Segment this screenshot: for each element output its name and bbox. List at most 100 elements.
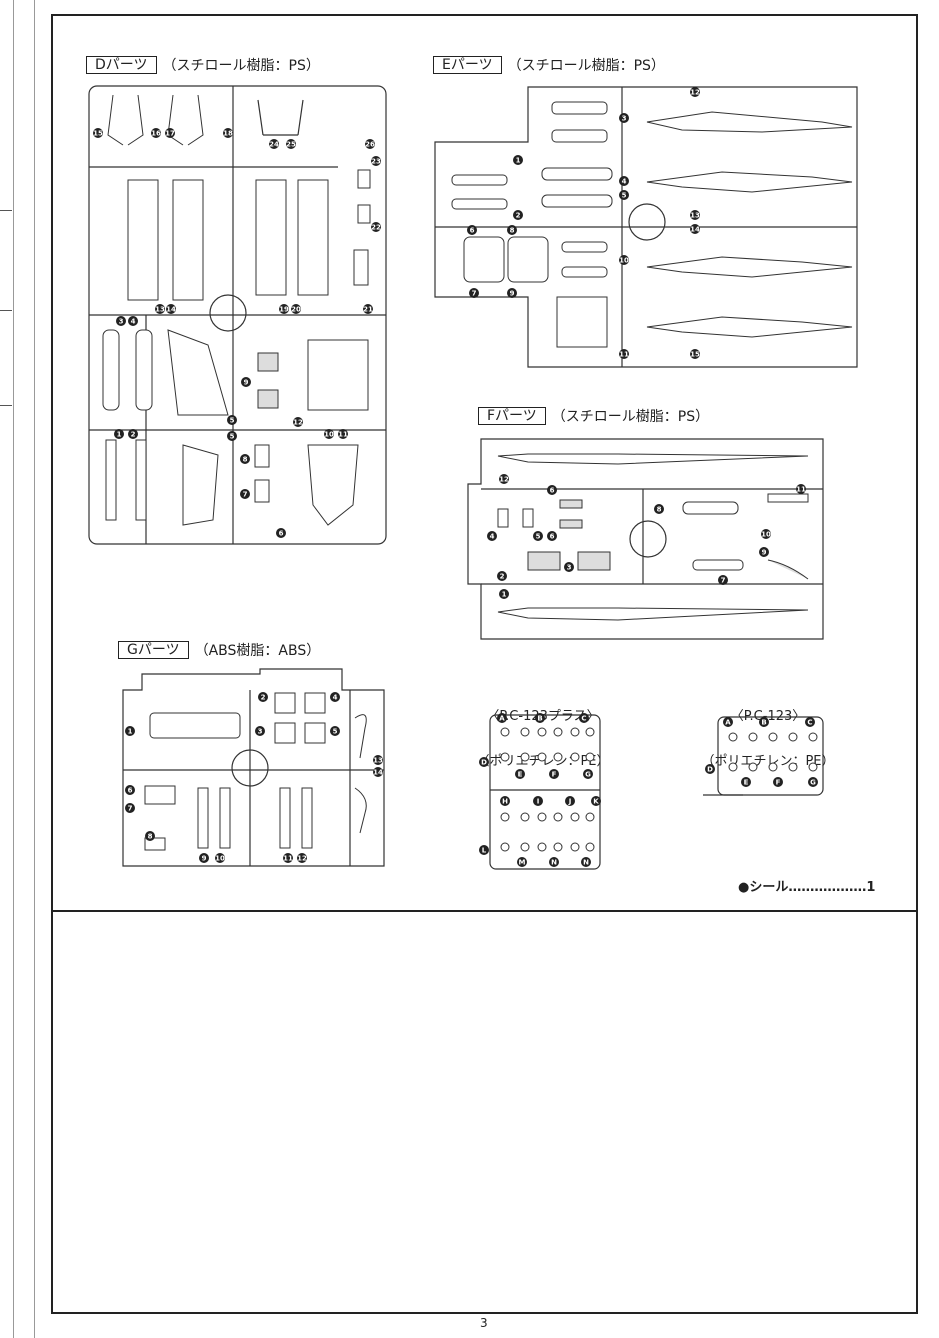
svg-text:5: 5 <box>622 192 627 200</box>
part-number: 12 6 8 11 4 5 6 3 2 10 9 7 1 <box>487 474 806 599</box>
svg-text:3: 3 <box>119 318 124 326</box>
section-divider <box>51 910 918 912</box>
svg-text:12: 12 <box>297 855 307 863</box>
svg-text:24: 24 <box>269 141 279 149</box>
f-parts-runner <box>467 438 824 640</box>
svg-text:23: 23 <box>371 158 381 166</box>
svg-text:3: 3 <box>258 728 263 736</box>
header-g-parts: Gパーツ （ABS樹脂：ABS） <box>118 640 320 660</box>
svg-text:7: 7 <box>243 491 248 499</box>
svg-text:C: C <box>581 715 586 723</box>
pc123-runner: A B C D E F G <box>703 716 824 796</box>
svg-text:10: 10 <box>619 257 629 265</box>
svg-text:L: L <box>482 847 487 855</box>
e-parts-runner <box>434 86 858 368</box>
header-d-label: Dパーツ <box>86 56 157 74</box>
svg-text:14: 14 <box>373 769 383 777</box>
left-margin-line-2 <box>34 0 35 1338</box>
svg-text:G: G <box>810 779 816 787</box>
svg-text:C: C <box>807 719 812 727</box>
svg-text:1: 1 <box>117 431 122 439</box>
svg-text:12: 12 <box>293 419 303 427</box>
svg-text:8: 8 <box>510 227 515 235</box>
svg-text:25: 25 <box>286 141 296 149</box>
header-f-label: Fパーツ <box>478 407 546 425</box>
svg-text:3: 3 <box>567 564 572 572</box>
svg-text:A: A <box>499 715 505 723</box>
header-e-material: （スチロール樹脂：PS） <box>507 58 665 74</box>
svg-text:E: E <box>744 779 749 787</box>
svg-text:8: 8 <box>657 506 662 514</box>
svg-text:8: 8 <box>243 456 248 464</box>
svg-text:11: 11 <box>338 431 348 439</box>
svg-text:6: 6 <box>470 227 475 235</box>
g-parts-runner <box>122 668 385 867</box>
svg-text:1: 1 <box>502 591 507 599</box>
svg-text:5: 5 <box>230 433 235 441</box>
svg-text:F: F <box>552 771 557 779</box>
svg-text:13: 13 <box>690 212 700 220</box>
left-margin-line <box>13 0 14 1338</box>
svg-text:11: 11 <box>796 486 806 494</box>
svg-text:B: B <box>761 719 766 727</box>
d-parts-runner <box>88 85 387 545</box>
svg-text:7: 7 <box>721 577 726 585</box>
header-d-parts: Dパーツ （スチロール樹脂：PS） <box>86 55 320 75</box>
svg-text:15: 15 <box>690 351 700 359</box>
svg-text:13: 13 <box>155 306 165 314</box>
svg-text:12: 12 <box>690 89 700 97</box>
header-f-parts: Fパーツ （スチロール樹脂：PS） <box>478 406 709 426</box>
svg-text:10: 10 <box>215 855 225 863</box>
svg-text:2: 2 <box>500 573 505 581</box>
svg-text:F: F <box>776 779 781 787</box>
svg-text:9: 9 <box>202 855 207 863</box>
svg-text:5: 5 <box>333 728 338 736</box>
svg-text:2: 2 <box>261 694 266 702</box>
header-g-material: （ABS樹脂：ABS） <box>194 643 321 659</box>
svg-text:2: 2 <box>131 431 136 439</box>
svg-text:N: N <box>551 859 557 867</box>
svg-text:15: 15 <box>93 130 103 138</box>
svg-text:1: 1 <box>516 157 521 165</box>
pc123-plus-runner: A B C D E F G H I J K L M N N <box>479 713 601 870</box>
svg-text:11: 11 <box>283 855 293 863</box>
svg-text:10: 10 <box>761 531 771 539</box>
svg-text:9: 9 <box>510 290 515 298</box>
svg-text:K: K <box>593 798 599 806</box>
svg-text:N: N <box>583 859 589 867</box>
svg-text:18: 18 <box>223 130 233 138</box>
svg-text:16: 16 <box>151 130 161 138</box>
svg-text:17: 17 <box>165 130 175 138</box>
pc-part-letter: A B C D E F G <box>705 717 818 787</box>
svg-text:J: J <box>568 798 572 806</box>
svg-text:4: 4 <box>333 694 338 702</box>
binding-mark <box>0 405 12 406</box>
e-parts-labels: 12 3 1 4 5 2 13 14 6 8 10 7 9 11 15 <box>467 87 700 359</box>
svg-text:9: 9 <box>762 549 767 557</box>
svg-text:22: 22 <box>371 224 381 232</box>
part-number: 15 16 17 18 24 25 26 23 22 13 14 19 20 2… <box>93 128 381 538</box>
svg-text:6: 6 <box>279 530 284 538</box>
svg-text:E: E <box>518 771 523 779</box>
svg-text:I: I <box>537 798 540 806</box>
svg-text:6: 6 <box>550 533 555 541</box>
header-e-label: Eパーツ <box>433 56 502 74</box>
g-parts-labels: 2 4 1 3 5 13 14 6 7 8 9 10 11 12 <box>125 692 383 863</box>
svg-text:6: 6 <box>550 487 555 495</box>
svg-text:M: M <box>519 859 526 867</box>
svg-text:3: 3 <box>622 115 627 123</box>
svg-text:21: 21 <box>363 306 373 314</box>
svg-text:1: 1 <box>128 728 133 736</box>
header-d-material: （スチロール樹脂：PS） <box>162 58 320 74</box>
svg-text:H: H <box>502 798 508 806</box>
svg-text:9: 9 <box>244 379 249 387</box>
page-frame <box>51 14 918 1314</box>
svg-text:D: D <box>481 759 487 767</box>
header-e-parts: Eパーツ （スチロール樹脂：PS） <box>433 55 665 75</box>
svg-text:G: G <box>585 771 591 779</box>
page-number: 3 <box>480 1316 488 1330</box>
binding-mark <box>0 210 12 211</box>
svg-text:8: 8 <box>148 833 153 841</box>
part-number: 2 4 1 3 5 13 14 6 7 8 9 10 11 12 <box>125 692 383 863</box>
svg-text:11: 11 <box>619 351 629 359</box>
